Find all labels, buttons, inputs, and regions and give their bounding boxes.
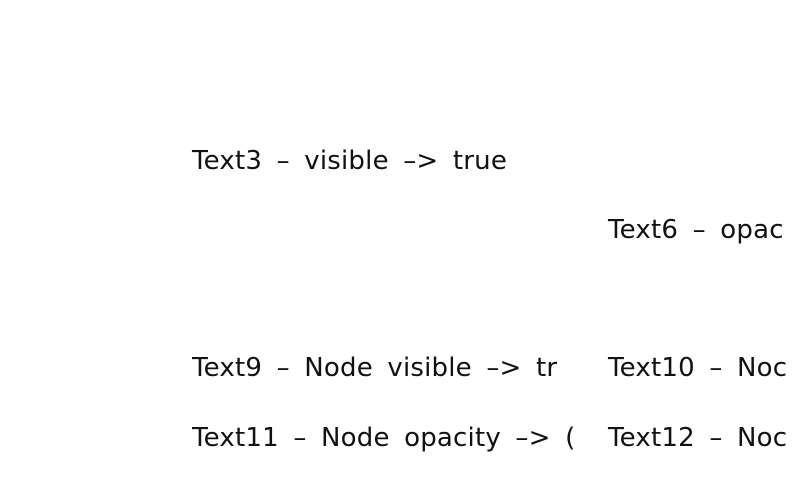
text9-label: Text9 – Node visible –> tr bbox=[192, 352, 608, 384]
text6-label: Text6 – opac bbox=[608, 214, 784, 246]
text11-label: Text11 – Node opacity –> ( bbox=[192, 422, 608, 454]
text12-label: Text12 – Noc bbox=[608, 422, 788, 454]
text3-label: Text3 – visible –> true bbox=[192, 146, 508, 176]
text10-label: Text10 – Noc bbox=[608, 352, 788, 384]
